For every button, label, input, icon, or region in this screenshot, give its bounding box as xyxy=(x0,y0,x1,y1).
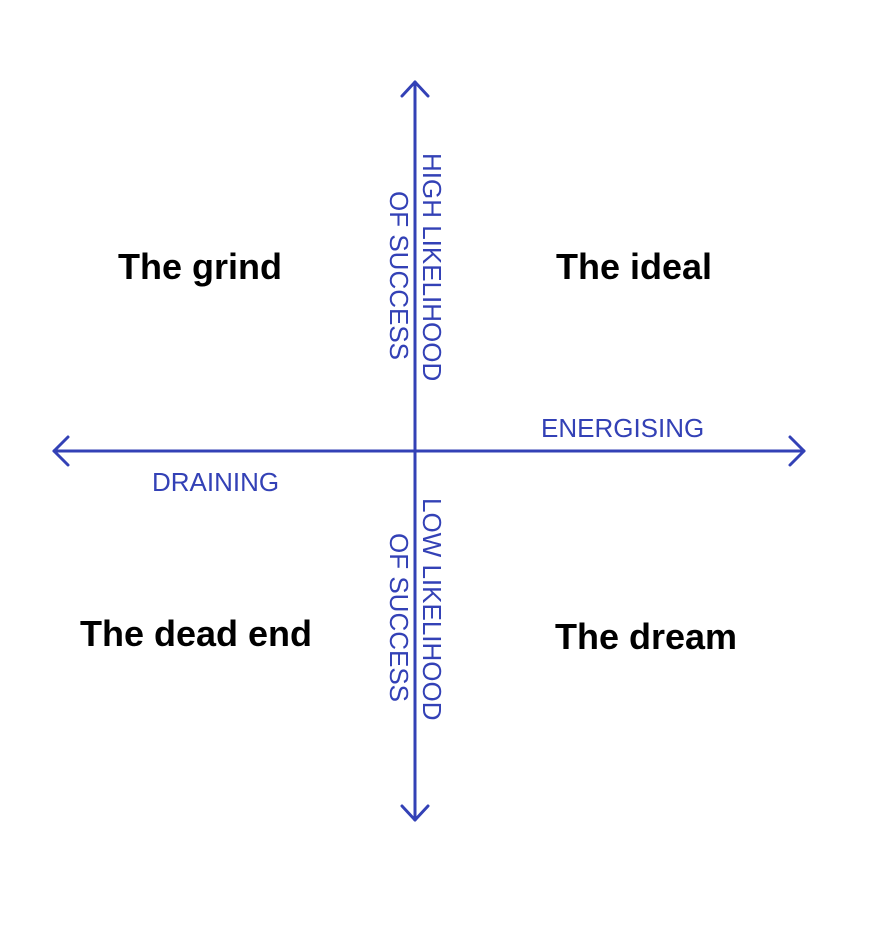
quadrant-top-left: The grind xyxy=(118,246,282,287)
arrow-up-icon xyxy=(400,80,430,98)
horizontal-axis xyxy=(52,435,806,467)
arrow-down-icon xyxy=(400,804,430,822)
axis-label-high-line2: OF SUCCESS xyxy=(384,191,414,360)
axis-label-low-line1: LOW LIKELIHOOD xyxy=(417,498,447,721)
axis-label-high-line1: HIGH LIKELIHOOD xyxy=(417,153,447,381)
arrow-right-icon xyxy=(788,435,806,467)
quadrant-bottom-left: The dead end xyxy=(80,613,312,654)
quadrant-top-right: The ideal xyxy=(556,246,712,287)
axis-label-energising: ENERGISING xyxy=(541,413,704,443)
axis-label-low-line2: OF SUCCESS xyxy=(384,533,414,702)
quadrant-bottom-right: The dream xyxy=(555,616,737,657)
axis-label-draining: DRAINING xyxy=(152,467,279,497)
arrow-left-icon xyxy=(52,435,70,467)
